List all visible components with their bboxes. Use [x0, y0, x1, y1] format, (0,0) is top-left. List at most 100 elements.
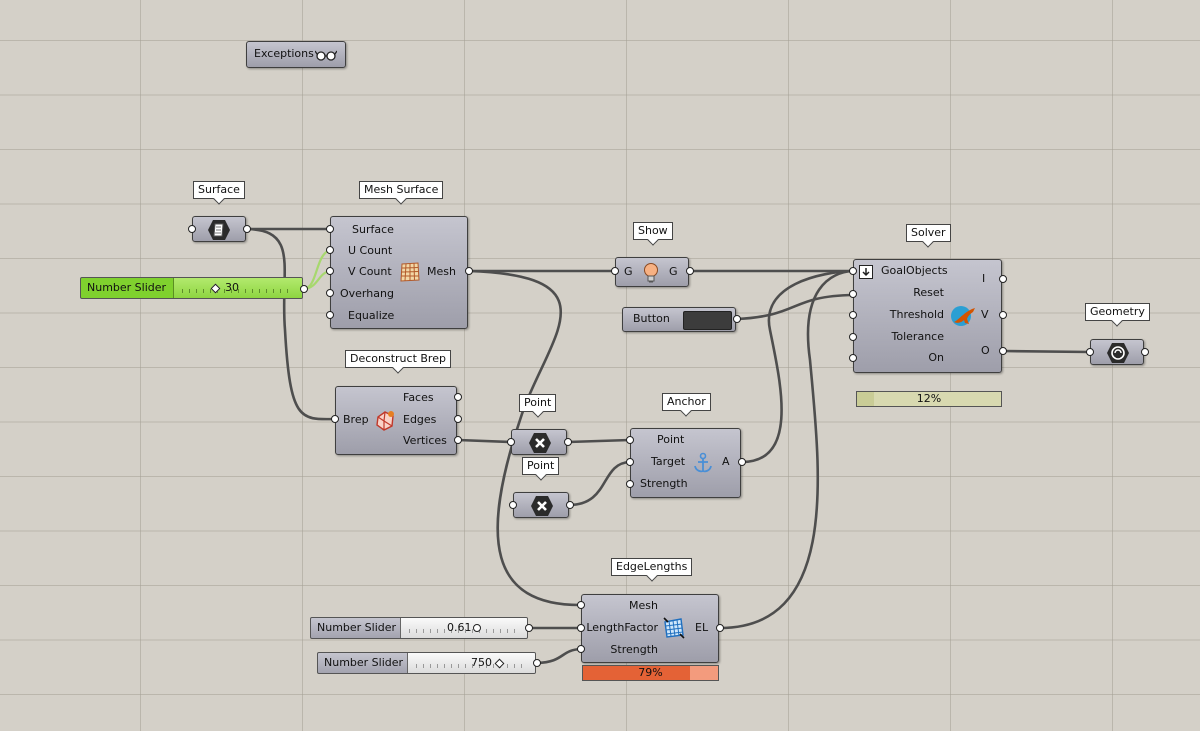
geometry-port-out[interactable]: [1141, 348, 1149, 356]
mesh-surface-port-ucount[interactable]: [326, 246, 334, 254]
point-icon: [528, 432, 552, 457]
exceptions-component[interactable]: Exceptions: [246, 41, 346, 68]
point1-param[interactable]: [511, 429, 567, 455]
geometry-label-text: Geometry: [1090, 305, 1145, 318]
button-label: Button: [633, 312, 670, 325]
button-component[interactable]: Button: [622, 307, 736, 332]
solver-output-o: O: [981, 344, 990, 357]
solver-port-reset[interactable]: [849, 290, 857, 298]
solver-port-o[interactable]: [999, 347, 1007, 355]
deconstruct-port-brep[interactable]: [331, 415, 339, 423]
number-slider-length-factor[interactable]: Number Slider 0.61: [310, 617, 528, 639]
mesh-surface-input-equalize: Equalize: [348, 309, 395, 322]
slider-length-out-port[interactable]: [525, 624, 533, 632]
anchor-port-a[interactable]: [738, 458, 746, 466]
anchor-input-target: Target: [651, 455, 686, 468]
mesh-surface-label-text: Mesh Surface: [364, 183, 439, 196]
mesh-surface-input-surface: Surface: [352, 223, 394, 236]
deconstruct-port-faces[interactable]: [454, 393, 462, 401]
edgelengths-port-strength[interactable]: [577, 645, 585, 653]
slider-track[interactable]: 0.61: [400, 618, 527, 638]
solver-input-goalobjects: GoalObjects: [881, 264, 948, 277]
point1-label: Point: [519, 394, 557, 412]
point2-port-out[interactable]: [566, 501, 574, 509]
solver-port-on[interactable]: [849, 354, 857, 362]
anchor-component[interactable]: Point Target Strength A: [630, 428, 741, 498]
mesh-surface-port-vcount[interactable]: [326, 267, 334, 275]
solver-port-i[interactable]: [999, 275, 1007, 283]
slider-knob[interactable]: [473, 624, 481, 632]
solver-port-threshold[interactable]: [849, 311, 857, 319]
solver-progress-text: 12%: [916, 392, 942, 405]
deconstruct-brep-component[interactable]: Brep Faces Edges Vertices: [335, 386, 457, 455]
anchor-port-point[interactable]: [626, 436, 634, 444]
wire-slider-strength: [535, 647, 583, 665]
surface-param-label: Surface: [193, 181, 245, 199]
point-icon: [530, 495, 554, 520]
solver-label-text: Solver: [911, 226, 946, 239]
deconstruct-output-vertices: Vertices: [403, 434, 447, 447]
deconstruct-port-edges[interactable]: [454, 415, 462, 423]
show-label: Show: [633, 222, 673, 240]
mesh-surface-port-overhang[interactable]: [326, 289, 334, 297]
edgelengths-progress-text: 79%: [638, 666, 663, 679]
solver-port-tolerance[interactable]: [849, 333, 857, 341]
solver-input-reset: Reset: [913, 286, 944, 299]
slider-value: 30: [225, 281, 239, 294]
mesh-surface-component[interactable]: Surface U Count V Count Overhang Equaliz…: [330, 216, 468, 329]
button-port-out[interactable]: [733, 315, 741, 323]
edgelengths-input-mesh: Mesh: [629, 599, 658, 612]
geometry-icon: [1106, 342, 1130, 367]
show-component[interactable]: G G: [615, 257, 689, 287]
point1-port-out[interactable]: [564, 438, 572, 446]
slider-main-out-port[interactable]: [300, 285, 308, 293]
mesh-surface-port-surface[interactable]: [326, 225, 334, 233]
edgelengths-port-mesh[interactable]: [577, 601, 585, 609]
slider-track[interactable]: 30: [173, 278, 302, 298]
anchor-input-strength: Strength: [640, 477, 688, 490]
solver-output-v: V: [981, 308, 989, 321]
button-pad[interactable]: [683, 311, 732, 330]
slider-name: Number Slider: [317, 621, 397, 634]
edgelengths-component[interactable]: Mesh LengthFactor Strength EL: [581, 594, 719, 663]
point2-port-in[interactable]: [509, 501, 517, 509]
solver-component[interactable]: GoalObjects Reset Threshold Tolerance On…: [853, 259, 1002, 373]
solver-output-i: I: [982, 272, 986, 285]
edgelengths-port-lengthfactor[interactable]: [577, 624, 585, 632]
solver-input-on: On: [928, 351, 944, 364]
slider-track[interactable]: 750: [407, 653, 535, 673]
deconstruct-brep-label-text: Deconstruct Brep: [350, 352, 446, 365]
anchor-port-strength[interactable]: [626, 480, 634, 488]
anchor-icon: [692, 452, 714, 477]
surface-param-out-port[interactable]: [243, 225, 251, 233]
exceptions-label: Exceptions: [254, 47, 314, 60]
slider-strength-out-port[interactable]: [533, 659, 541, 667]
point2-label-text: Point: [527, 459, 555, 472]
deconstruct-port-vertices[interactable]: [454, 436, 462, 444]
surface-param-label-text: Surface: [198, 183, 240, 196]
slider-name: Number Slider: [324, 656, 404, 669]
surface-param-in-port[interactable]: [188, 225, 196, 233]
show-port-out[interactable]: [686, 267, 694, 275]
geometry-port-in[interactable]: [1086, 348, 1094, 356]
point1-port-in[interactable]: [507, 438, 515, 446]
solver-port-v[interactable]: [999, 311, 1007, 319]
surface-param-icon: [207, 219, 231, 244]
number-slider-30[interactable]: Number Slider 30: [80, 277, 303, 299]
slider-ticks: [409, 629, 519, 633]
edgelengths-port-el[interactable]: [716, 624, 724, 632]
flatten-icon: [859, 265, 873, 282]
mesh-surface-port-mesh[interactable]: [465, 267, 473, 275]
wire-solver-to-geometry: [1001, 349, 1092, 354]
anchor-port-target[interactable]: [626, 458, 634, 466]
number-slider-strength[interactable]: Number Slider 750: [317, 652, 536, 674]
surface-param[interactable]: [192, 216, 246, 242]
show-port-in[interactable]: [611, 267, 619, 275]
point2-param[interactable]: [513, 492, 569, 518]
mesh-surface-port-equalize[interactable]: [326, 311, 334, 319]
geometry-param[interactable]: [1090, 339, 1144, 365]
slider-ticks: [182, 289, 294, 293]
solver-port-goalobjects[interactable]: [849, 267, 857, 275]
anchor-label: Anchor: [662, 393, 711, 411]
